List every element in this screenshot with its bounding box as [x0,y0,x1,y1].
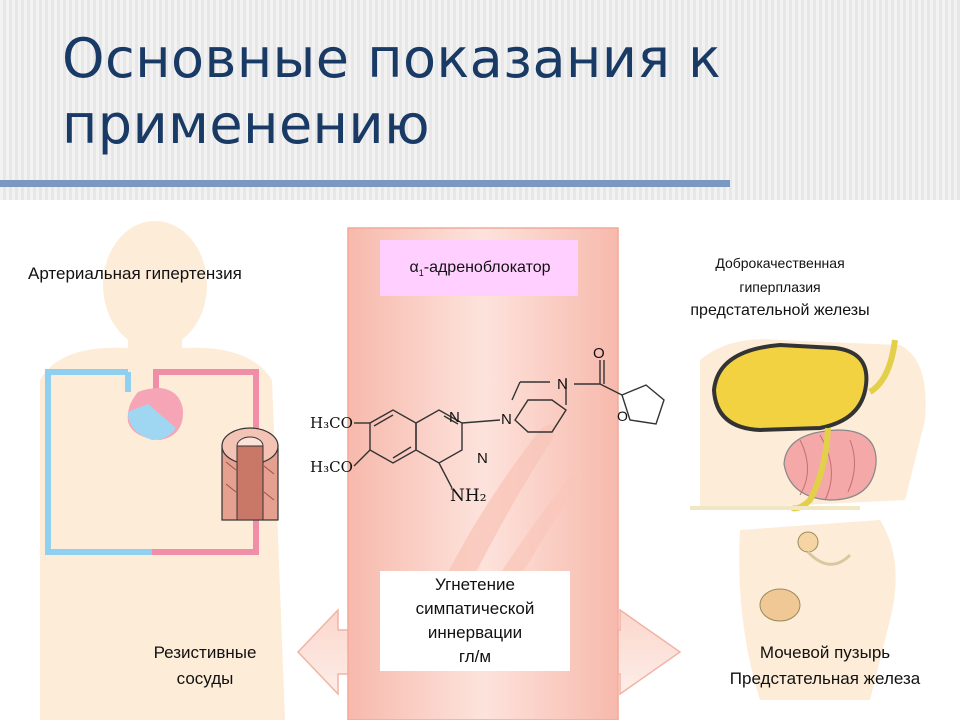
bph-label: Доброкачественная гиперплазия предстател… [660,251,900,323]
inhibition-line-4: гл/м [458,647,492,666]
ring-oxygen-label: O [617,408,628,424]
nitrogen-label-2: N [477,450,488,467]
inhibition-line-2: симпатической [415,599,535,618]
amine-label: NH₂ [450,486,487,506]
inhibition-box [380,571,570,671]
vessels-label: Резистивные сосуды [130,640,280,692]
header-background [0,0,960,200]
nitrogen-label-1: N [449,409,460,426]
chemical-structure [353,360,665,489]
vessel-cross-section-icon [221,427,279,521]
organs-line-2: Предстательная железа [729,669,921,688]
drug-class-box [380,240,578,296]
prostate-anatomy-icon [690,339,898,622]
inhibition-label: Угнетение симпатической иннервации гл/м [380,573,570,669]
hypertension-label: Артериальная гипертензия [28,264,242,283]
nitrogen-label-3: N [501,411,512,428]
vessels-line-1: Резистивные [153,643,257,662]
slide-title: Основные показания к применению [62,26,721,158]
bph-line-1: Доброкачественная [715,255,845,271]
drug-class-label: α1-адреноблокатор [382,259,578,278]
title-underline [0,180,730,187]
title-line-1: Основные показания к [62,27,722,90]
vessels-line-2: сосуды [176,669,234,688]
drug-class-text: -адреноблокатор [423,259,551,276]
heart-icon [127,388,184,440]
title-line-2: применению [62,93,431,156]
circulation-diagram [45,369,259,555]
carbonyl-oxygen-label: O [593,345,605,362]
inhibition-line-1: Угнетение [435,575,515,594]
methoxy-label-2: H₃CO [310,458,353,476]
alpha-symbol: α [409,259,419,276]
bph-line-3: предстательной железы [690,302,870,319]
alpha-subscript: 1 [418,268,424,279]
nitrogen-label-4: N [557,376,568,393]
organs-line-1: Мочевой пузырь [759,643,891,662]
organs-label: Мочевой пузырь Предстательная железа [700,640,950,692]
methoxy-label-1: H₃CO [310,414,353,432]
inhibition-line-3: иннервации [427,623,523,642]
bph-line-2: гиперплазия [739,279,821,295]
